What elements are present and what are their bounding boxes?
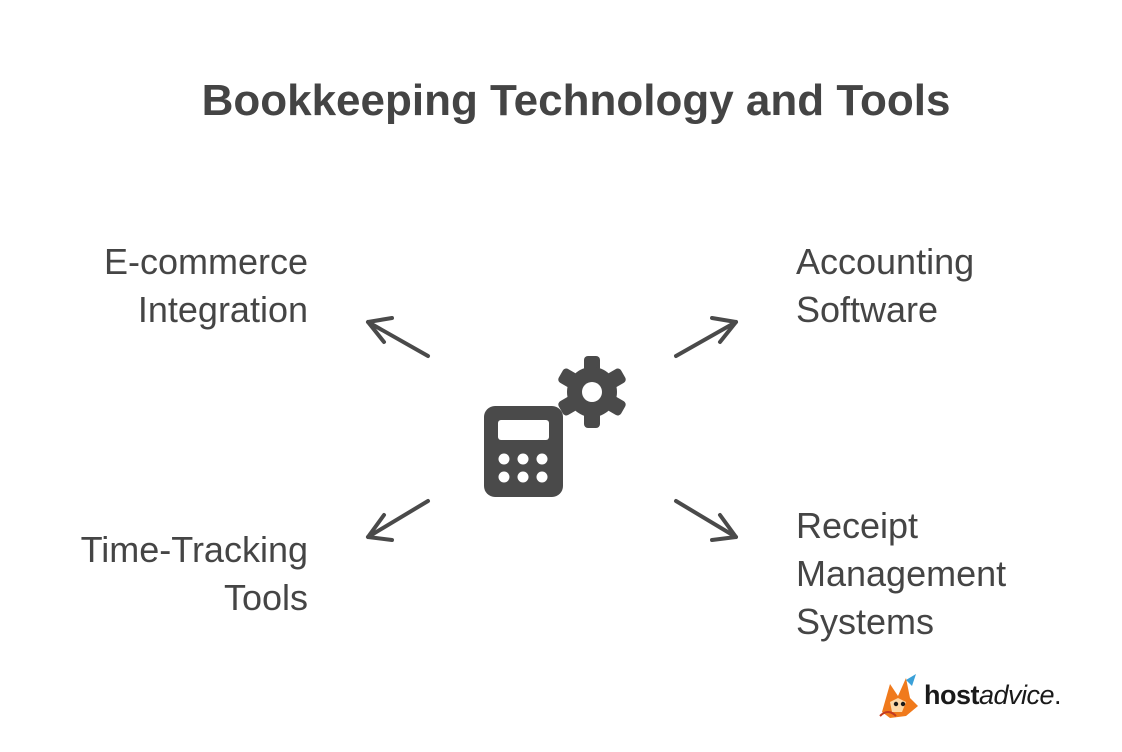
gear-icon [558,356,626,428]
fox-mascot-icon [879,674,918,718]
logo-bold-text: host [924,680,980,710]
label-line: Time-Tracking [80,529,308,570]
arrow-upper-left [366,316,430,358]
branch-label-receipt-management-systems: Receipt Management Systems [796,502,1096,646]
logo-dot: . [1054,680,1062,710]
arrow-lower-right [674,499,738,542]
label-line: Tools [223,577,308,618]
label-line: Management [796,553,1007,594]
label-line: Receipt [796,505,919,546]
branch-label-ecommerce-integration: E-commerce Integration [40,238,308,334]
branch-label-accounting-software: Accounting Software [796,238,1096,334]
label-line: Systems [796,601,935,642]
calculator-icon [484,406,563,497]
label-line: Software [796,289,939,330]
page-title: Bookkeeping Technology and Tools [201,76,951,125]
logo-wordmark: hostadvice. [924,680,1062,711]
logo-light-text: advice [979,680,1055,710]
hostadvice-logo: hostadvice. [876,672,1076,720]
label-line: E-commerce [103,241,308,282]
arrow-lower-left [366,499,430,542]
label-line: Accounting [796,241,975,282]
branch-label-time-tracking-tools: Time-Tracking Tools [20,526,308,622]
label-line: Integration [137,289,308,330]
arrow-upper-right [674,316,738,358]
